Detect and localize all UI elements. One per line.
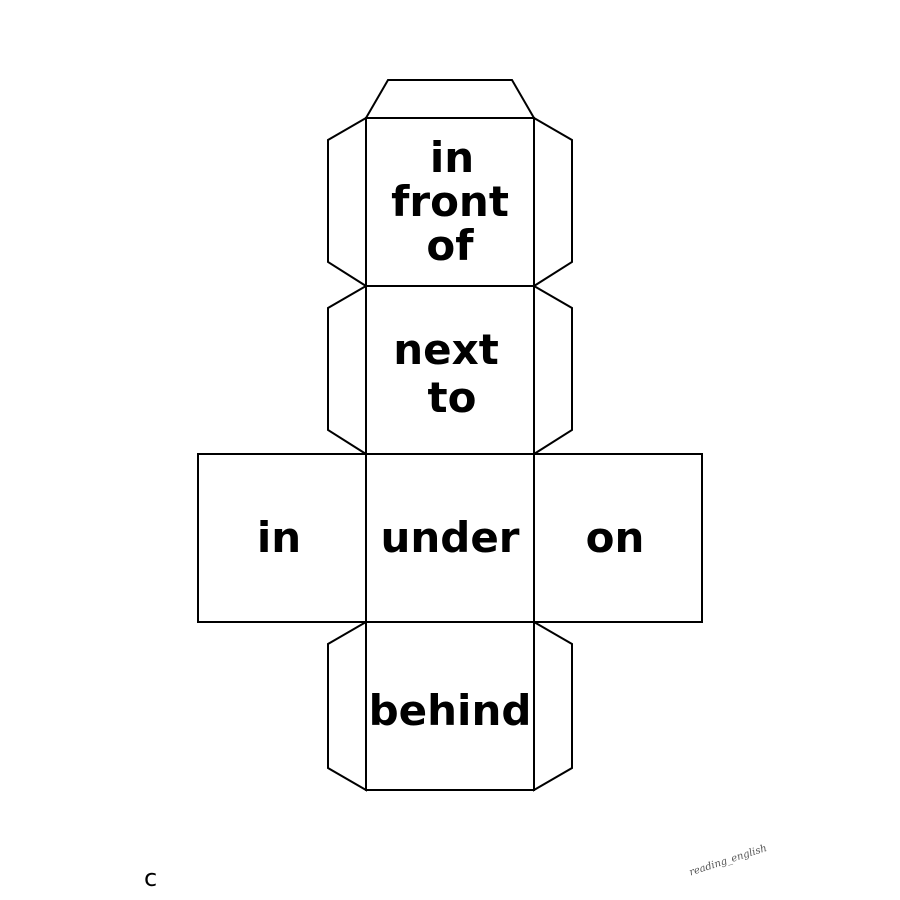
face-label-right: on xyxy=(586,513,645,562)
face-behind xyxy=(365,621,535,791)
top-flap xyxy=(364,79,536,119)
flap-right-face-2 xyxy=(533,284,573,456)
flap-left-face-6 xyxy=(327,620,367,792)
corner-letter: c xyxy=(144,864,158,892)
face-label-center: under xyxy=(380,513,519,562)
face-label-bottom: behind xyxy=(369,686,532,735)
face-label-upper-line-1: next xyxy=(393,325,499,374)
flap-left-face-1 xyxy=(327,116,367,288)
face-label-upper-line-2: to xyxy=(428,373,477,422)
face-label-top-line-1: in xyxy=(430,133,474,182)
flap-right-face-6 xyxy=(533,620,573,792)
face-label-top-line-2: front xyxy=(391,177,509,226)
flap-right-face-1 xyxy=(533,116,573,288)
face-label-top-line-3: of xyxy=(426,221,474,270)
face-on xyxy=(533,453,703,623)
face-label-left: in xyxy=(257,513,301,562)
flap-left-face-2 xyxy=(327,284,367,456)
